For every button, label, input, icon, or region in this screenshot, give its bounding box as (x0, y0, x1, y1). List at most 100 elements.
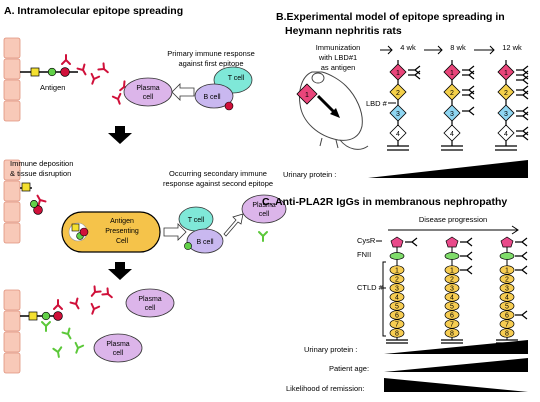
igg-antibody (516, 106, 529, 116)
ctld-domain (499, 265, 515, 275)
progression-arrow (388, 225, 519, 235)
igg-antibody (462, 85, 475, 95)
primary-response-line1: Primary immune response (167, 49, 255, 58)
ctld-domain (444, 310, 460, 320)
ctld-number: 2 (450, 277, 454, 284)
ctld-domain (389, 283, 405, 293)
lbd-label: LBD # (366, 99, 388, 108)
ctld-number: 4 (505, 295, 509, 302)
antibody (76, 63, 90, 78)
igg-antibody (460, 251, 473, 261)
immune-deposition-line2: & tissue disruption (10, 169, 71, 178)
ctld-domain (444, 292, 460, 302)
lbd-domain (497, 83, 515, 101)
patient-age-label: Patient age: (329, 364, 369, 373)
lbd-number: 4 (504, 131, 508, 138)
immunization-line2: with LBD#1 (318, 53, 357, 62)
svg-text:Plasma: Plasma (252, 202, 275, 209)
cell-wall (3, 289, 21, 374)
cysr-domain (500, 236, 514, 248)
ctld-domain (499, 292, 515, 302)
antigen-label: Antigen (40, 83, 65, 92)
lbd-number: 3 (450, 111, 454, 118)
svg-text:Plasma: Plasma (136, 85, 159, 92)
ctld-domain (499, 310, 515, 320)
ctld-domain (389, 292, 405, 302)
lbd-domain (497, 63, 515, 81)
lbd-number: 1 (450, 70, 454, 77)
ctld-number: 4 (395, 295, 399, 302)
urinary-protein-b-label: Urinary protein : (283, 170, 336, 179)
antibody-green (41, 321, 51, 332)
lbd-number: 4 (450, 131, 454, 138)
igg-antibody (460, 237, 473, 247)
igg-antibody (462, 106, 475, 116)
panel-b-title-line2: Heymann nephritis rats (285, 25, 402, 37)
lbd-domain (497, 124, 515, 142)
antibody-bound (61, 54, 71, 65)
plasma-cell: Plasma cell (125, 288, 175, 318)
ctld-domain (389, 301, 405, 311)
ctld-number: 3 (505, 286, 509, 293)
ctld-domain (499, 328, 515, 338)
igg-antibody (515, 237, 528, 247)
ctld-domain (444, 274, 460, 284)
plasma-cell: Plasma cell (123, 77, 173, 107)
arrow-up-right (223, 213, 244, 237)
svg-text:B cell: B cell (203, 94, 221, 101)
igg-antibody (405, 237, 418, 247)
igg-antibody (515, 251, 528, 261)
antibody (111, 92, 125, 107)
stage-1: Antigen Primary immune response against … (3, 37, 255, 122)
ctld-number: 2 (505, 277, 509, 284)
arrow (424, 45, 443, 55)
ctld-number: 8 (450, 331, 454, 338)
svg-text:T cell: T cell (188, 217, 205, 224)
ctld-label: CTLD # (357, 283, 384, 292)
apc: Antigen Presenting Cell (61, 211, 161, 253)
cell-wall (3, 37, 21, 122)
ctld-number: 7 (395, 322, 399, 329)
cysr-domain (390, 236, 404, 248)
ctld-domain (389, 319, 405, 329)
timepoint-12wk: 12 wk (502, 43, 522, 52)
rat-illustration (299, 71, 369, 150)
antibody-green (71, 341, 85, 356)
ctld-domain (389, 265, 405, 275)
igg-antibody (460, 265, 473, 275)
urinary-protein-c-wedge (384, 340, 528, 354)
svg-text:Presenting: Presenting (105, 228, 139, 235)
antibody (87, 285, 102, 300)
timepoint-8wk: 8 wk (450, 43, 466, 52)
ctld-number: 5 (505, 304, 509, 311)
svg-text:cell: cell (113, 350, 124, 357)
arrow (474, 45, 495, 55)
remission-label: Likelihood of remission: (286, 384, 364, 393)
down-arrow (108, 126, 132, 144)
panel-c-title: C. Anti-PLA2R IgGs in membranous nephrop… (262, 196, 507, 208)
svg-text:cell: cell (143, 94, 154, 101)
fnii-domain (444, 252, 460, 260)
igg-antibody (516, 90, 529, 100)
cysr-label: CysR (357, 236, 376, 245)
igg-antibody (408, 70, 421, 80)
svg-text:1: 1 (305, 92, 309, 99)
ctld-number: 6 (505, 313, 509, 320)
arrow-left (171, 83, 195, 101)
disease-progression: Disease progression (419, 215, 487, 224)
igg-antibody (516, 70, 529, 80)
antibody-green (258, 231, 268, 242)
ctld-domain (444, 301, 460, 311)
plasma-cell: Plasma cell (241, 194, 287, 224)
antigen (20, 67, 78, 77)
ctld-number: 6 (450, 313, 454, 320)
cysr-domain (445, 236, 459, 248)
antibody-green (52, 346, 64, 359)
arrow-right (163, 223, 187, 241)
panel-b-title-line1: B.Experimental model of epitope spreadin… (276, 11, 505, 23)
injection-arrowhead (330, 108, 340, 118)
fnii-label: FNII (357, 250, 371, 259)
